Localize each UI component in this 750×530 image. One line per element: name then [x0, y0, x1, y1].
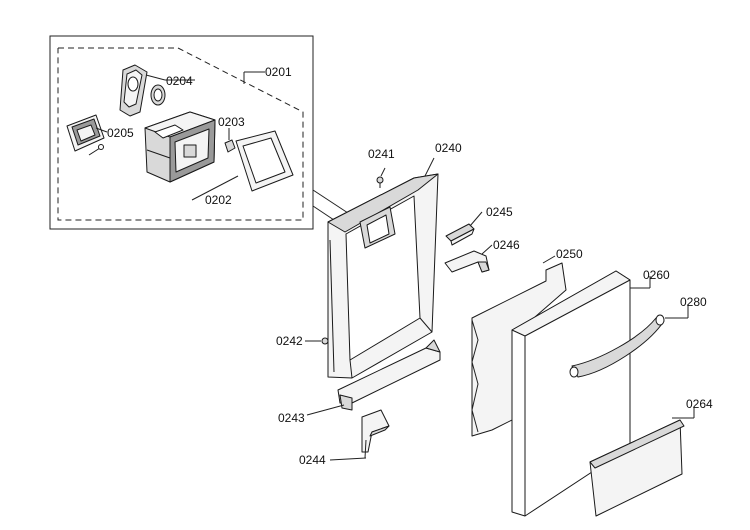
detail-inset — [49, 35, 349, 230]
part-0246-latch-arm — [444, 250, 490, 273]
inset-frame — [49, 35, 314, 230]
part-0241-screw — [376, 176, 384, 188]
leader-lines — [95, 71, 695, 461]
part-0203-clip — [224, 139, 236, 153]
part-0242-screw — [321, 337, 329, 345]
label-0201: 0201 — [265, 65, 292, 79]
part-0240-inner-door — [327, 173, 439, 379]
label-0205: 0205 — [107, 126, 134, 140]
label-0240: 0240 — [435, 141, 462, 155]
label-0204: 0204 — [166, 74, 193, 88]
inset-leader-top — [312, 189, 349, 214]
label-0280: 0280 — [680, 295, 707, 309]
callout-labels: 0201 0204 0203 0205 0202 0240 0241 0245 … — [107, 65, 713, 467]
label-0244: 0244 — [299, 453, 326, 467]
part-0260-outer-door — [511, 270, 631, 517]
part-0204-rinse-aid-cap — [119, 64, 166, 117]
label-0243: 0243 — [278, 411, 305, 425]
part-0245-latch — [445, 223, 475, 246]
inset-dashed-outline — [57, 47, 304, 221]
part-0280-handle — [569, 314, 665, 378]
part-0205-detergent-lid — [66, 114, 105, 156]
label-0241: 0241 — [368, 147, 395, 161]
label-0250: 0250 — [556, 247, 583, 261]
label-0242: 0242 — [276, 334, 303, 348]
label-0246: 0246 — [493, 238, 520, 252]
part-0244-bracket — [361, 409, 390, 453]
label-0245: 0245 — [486, 205, 513, 219]
label-0260: 0260 — [643, 268, 670, 282]
part-0264-kick-plate — [589, 419, 685, 517]
part-0243-hinge-rail — [337, 339, 441, 411]
part-dispenser-body — [144, 111, 216, 183]
part-0202-gasket — [235, 130, 294, 192]
label-0203: 0203 — [218, 115, 245, 129]
label-0264: 0264 — [686, 397, 713, 411]
label-0202: 0202 — [205, 193, 232, 207]
